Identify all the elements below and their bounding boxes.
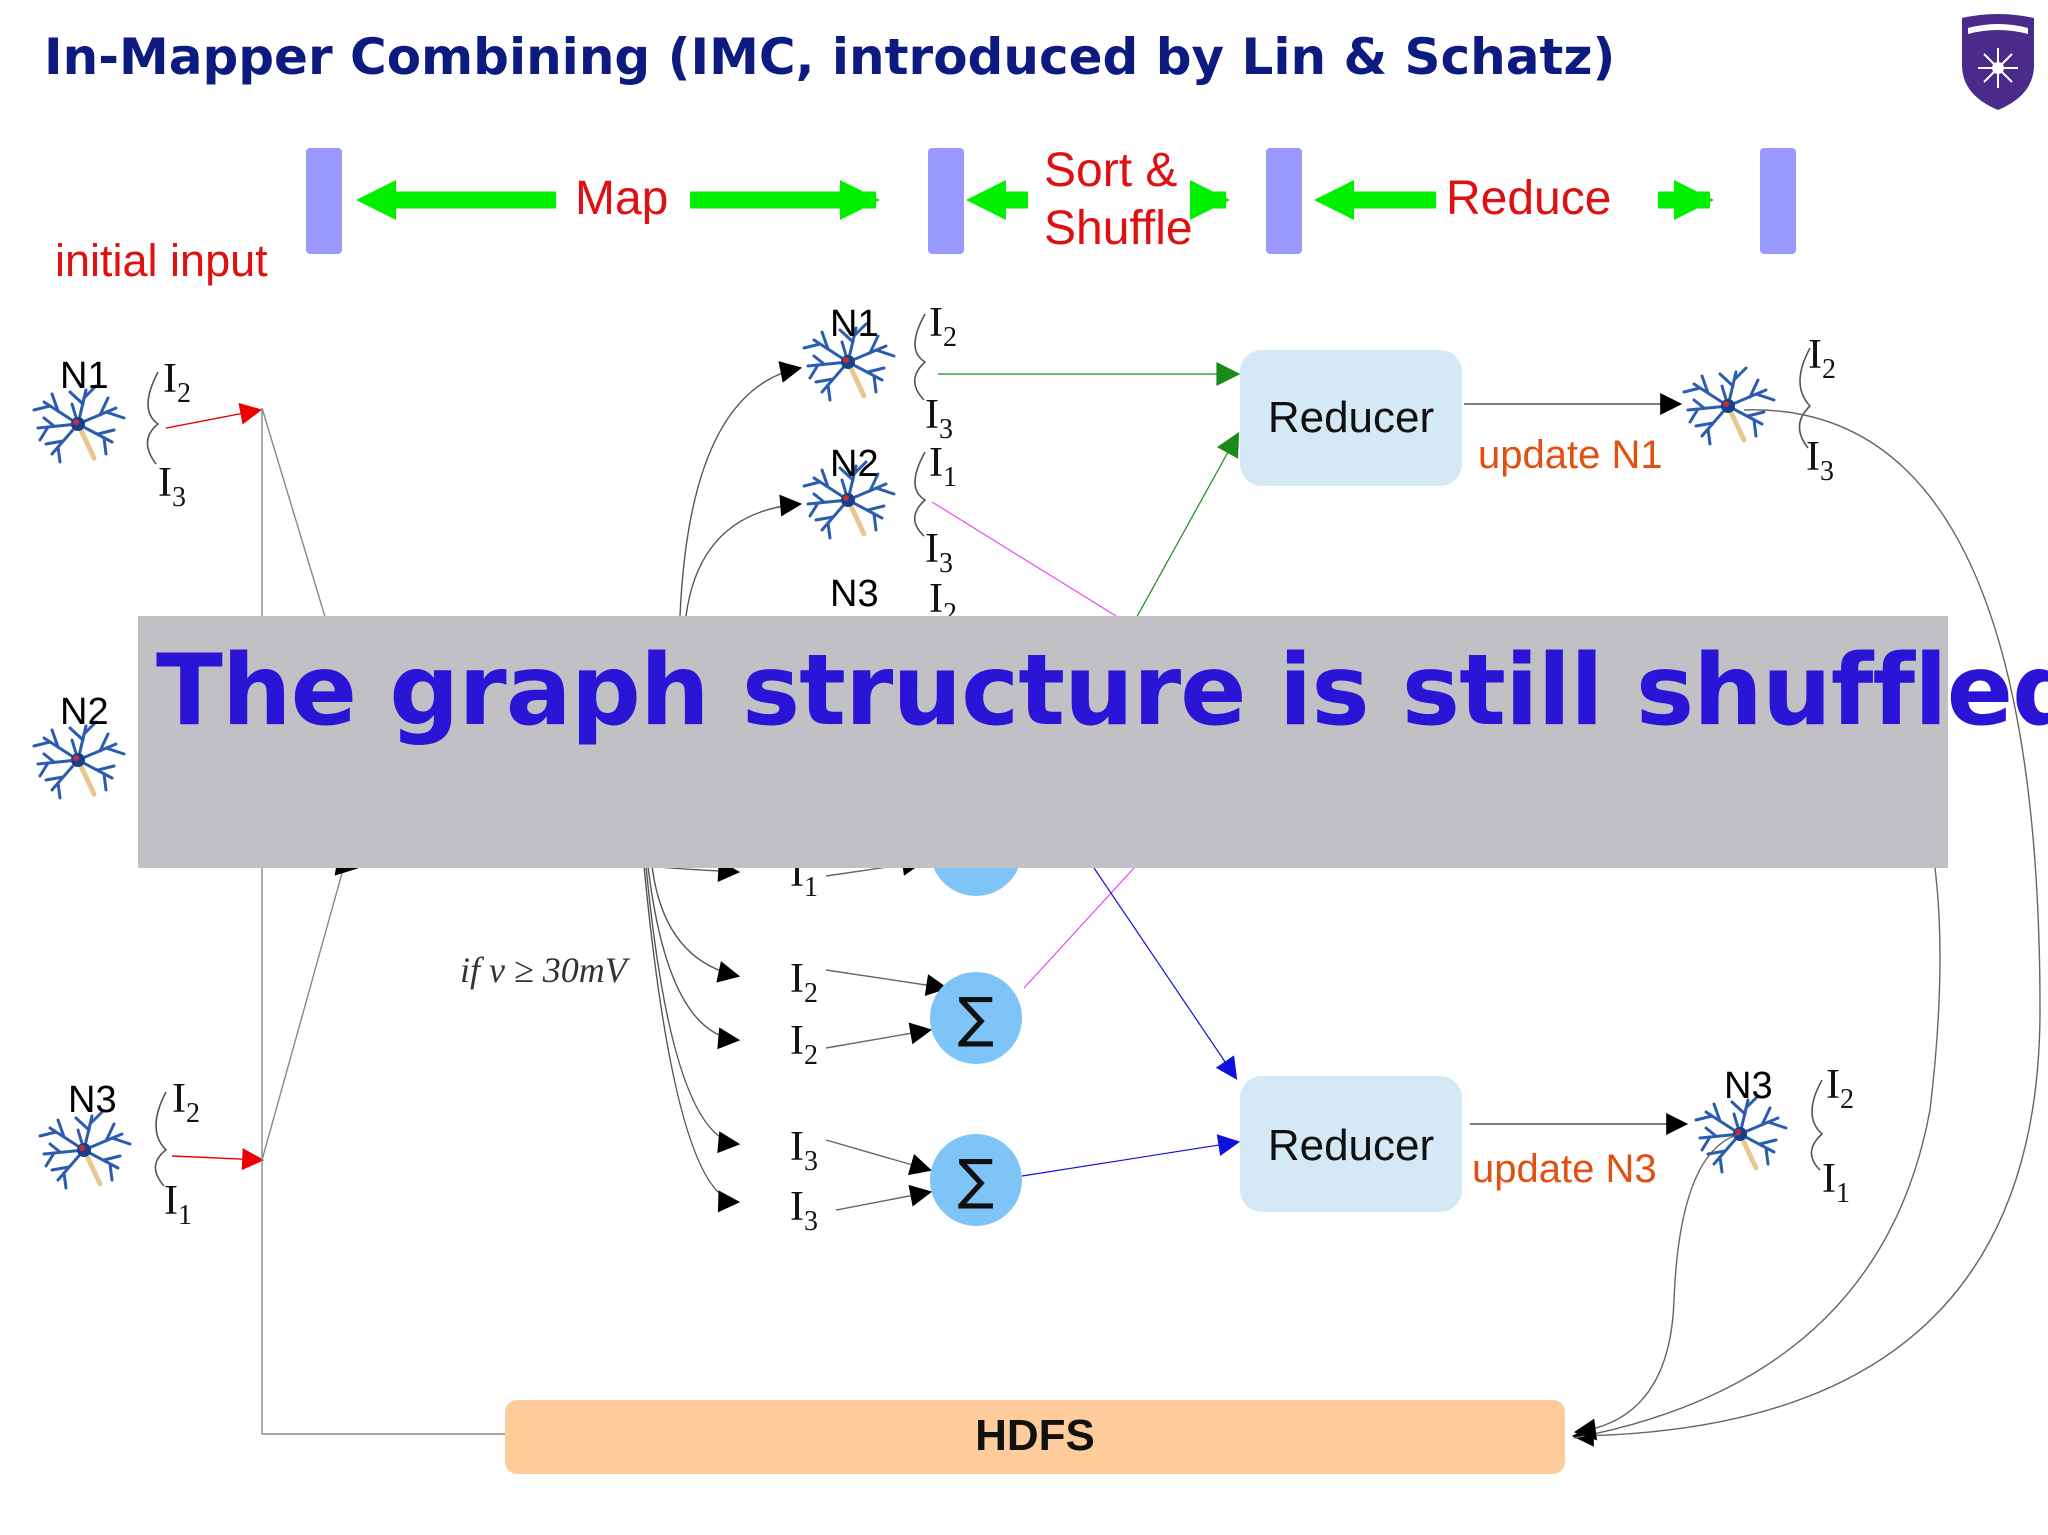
- neuron-icon: [40, 1112, 130, 1188]
- node-label: N3: [1724, 1065, 1773, 1107]
- phase-bar-2: [928, 148, 964, 254]
- node-label: N2: [60, 691, 109, 733]
- left-node-n2: N2: [34, 691, 124, 798]
- input-label: I2: [1808, 332, 1836, 385]
- sum-input-arrows: [825, 853, 949, 1211]
- input-label: I1: [929, 440, 957, 493]
- phase-label-shuffle: Shuffle: [1044, 202, 1193, 255]
- neuron-icon: [1696, 1096, 1786, 1172]
- red-arrow-n3: [171, 1148, 265, 1171]
- update-n1-label: update N1: [1478, 433, 1663, 477]
- hdfs-storage: HDFS: [505, 1400, 1565, 1474]
- right-node-n1: [1684, 368, 1774, 444]
- phase-bars: [306, 148, 1796, 254]
- hdfs-label: HDFS: [975, 1411, 1095, 1460]
- input-label: I1: [1822, 1156, 1850, 1209]
- input-label: I2: [1826, 1062, 1854, 1115]
- reducer-label: Reducer: [1268, 1121, 1434, 1170]
- sum-node-3: ∑: [930, 1134, 1022, 1226]
- reducer-bottom: Reducer: [1240, 1076, 1462, 1212]
- input-label: I2: [790, 1018, 818, 1071]
- overlay-banner: The graph structure is still shuffled!: [138, 616, 2048, 868]
- phase-bar-4: [1760, 148, 1796, 254]
- node-label: N3: [68, 1079, 117, 1121]
- sum-symbol: ∑: [958, 986, 994, 1049]
- blue-sum-to-reducer: [1021, 1134, 1241, 1177]
- node-label: N1: [830, 303, 879, 345]
- magenta-line-2: [1023, 867, 1135, 989]
- node-label: N1: [60, 355, 109, 397]
- neuron-icon: [34, 722, 124, 798]
- left-node-n1: N1: [34, 355, 124, 462]
- input-label: I3: [790, 1124, 818, 1177]
- red-arrow-n1: [165, 402, 263, 429]
- mid-node-n1: N1: [804, 303, 894, 400]
- input-label: I1: [164, 1178, 192, 1231]
- input-label: I3: [790, 1184, 818, 1237]
- input-label: I2: [790, 956, 818, 1009]
- input-label: I3: [158, 460, 186, 513]
- university-shield-logo: [1962, 14, 2034, 110]
- node-label: N2: [830, 443, 879, 485]
- left-connectors: [261, 407, 505, 1435]
- sum-node-2: ∑: [930, 972, 1022, 1064]
- left-node-n3: N3: [40, 1079, 130, 1188]
- right-node-n3: N3: [1696, 1065, 1786, 1172]
- neuron-icon: [34, 386, 124, 462]
- condition-label: if v ≥ 30mV: [460, 950, 631, 990]
- green-diag-arrow: [1133, 431, 1240, 623]
- node-label-mid-n3: N3: [830, 573, 879, 615]
- neuron-icon: [1684, 368, 1774, 444]
- update-n3-label: update N3: [1472, 1147, 1657, 1191]
- input-label: I2: [929, 300, 957, 353]
- branch-curves: [146, 313, 1824, 1187]
- phase-label-sort: Sort &: [1044, 144, 1177, 197]
- initial-input-label: initial input: [55, 235, 268, 286]
- mid-node-n2: N2: [804, 443, 894, 538]
- slide-title: In-Mapper Combining (IMC, introduced by …: [44, 28, 1616, 86]
- hdfs-return-curves: [1571, 409, 2041, 1447]
- input-label: I3: [1806, 434, 1834, 487]
- input-label: I3: [925, 526, 953, 579]
- phase-label-reduce: Reduce: [1446, 172, 1611, 225]
- reducer-top: Reducer: [1240, 350, 1462, 486]
- magenta-line-1: [931, 501, 1117, 617]
- input-label: I3: [925, 392, 953, 445]
- fan-curves: [643, 361, 803, 1213]
- blue-diag-arrow: [1093, 867, 1238, 1080]
- sum-symbol: ∑: [958, 1148, 994, 1211]
- input-label: I2: [163, 356, 191, 409]
- reducer-label: Reducer: [1268, 393, 1434, 442]
- input-label: I2: [172, 1076, 200, 1129]
- banner-text: The graph structure is still shuffled!: [156, 634, 2048, 748]
- phase-bar-3: [1266, 148, 1302, 254]
- phase-bar-1: [306, 148, 342, 254]
- phase-label-map: Map: [575, 172, 668, 225]
